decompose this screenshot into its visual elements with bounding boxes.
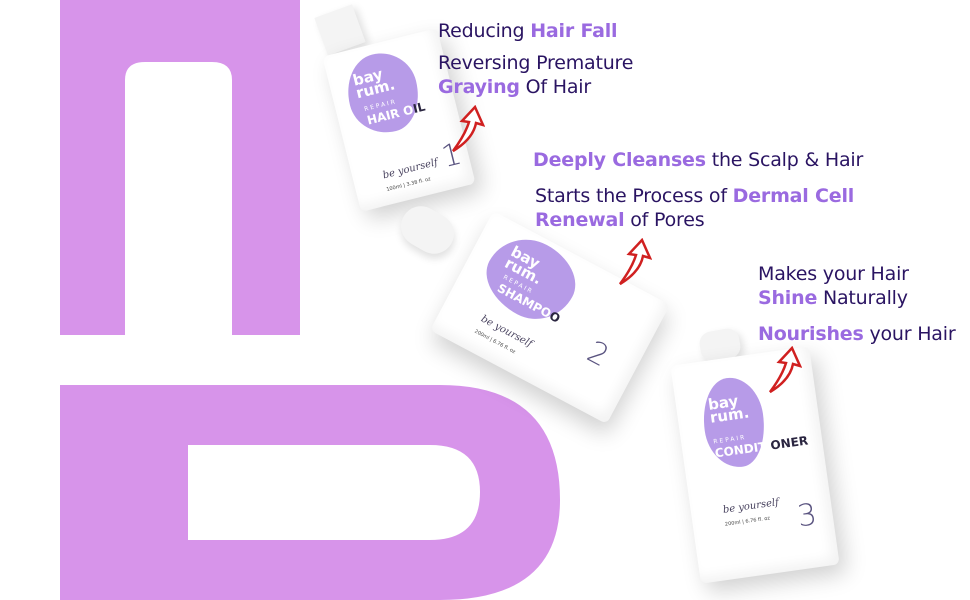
benefit-nourishes: Nourishes your Hair (758, 323, 956, 345)
arrow-up-right-icon (451, 105, 485, 153)
benefit-reducing-hair-fall: Reducing Hair Fall (438, 20, 618, 42)
volume: 200ml | 6.76 fl. oz (724, 515, 771, 528)
signature: be yourself (722, 497, 780, 516)
product-number: 3 (795, 497, 820, 535)
logo-bottom-shape (60, 385, 560, 600)
brand-logo: bay rum. (706, 391, 751, 427)
benefit-deeply-cleanses: Deeply Cleanses the Scalp & Hair (533, 149, 864, 171)
logo-top-shape (60, 0, 300, 335)
arrow-up-right-icon (618, 238, 652, 286)
arrow-up-right-icon (768, 346, 802, 394)
product-number: 2 (581, 334, 615, 375)
